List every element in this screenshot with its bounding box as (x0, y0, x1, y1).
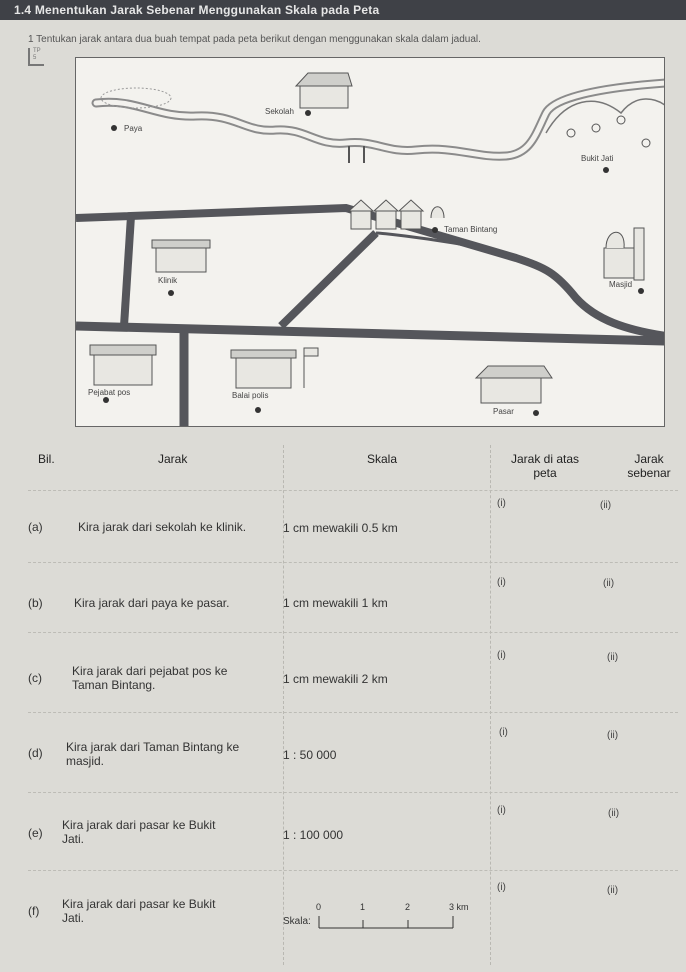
row-a-jarak: Kira jarak dari sekolah ke klinik. (78, 520, 247, 534)
row-b-label: (b) (28, 596, 43, 610)
label-pejabat-pos: Pejabat pos (88, 388, 131, 397)
header-jarak: Jarak (158, 452, 188, 466)
sub-i: (i) (497, 498, 506, 509)
road-left-vertical (120, 215, 135, 327)
page-title: 1.4 Menentukan Jarak Sebenar Menggunakan… (14, 3, 380, 17)
row-c-skala: 1 cm mewakili 2 km (283, 672, 388, 686)
row-c-label: (c) (28, 671, 42, 685)
header-jarak-sebenar-line2: sebenar (627, 466, 671, 480)
row-e-skala: 1 : 100 000 (283, 828, 344, 842)
row-b-skala: 1 cm mewakili 1 km (283, 596, 388, 610)
sub-i: (i) (497, 650, 506, 661)
row-a-skala: 1 cm mewakili 0.5 km (283, 521, 398, 535)
label-masjid: Masjid (609, 280, 633, 289)
scale-tick-0: 0 (316, 902, 322, 912)
page-header: 1.4 Menentukan Jarak Sebenar Menggunakan… (0, 0, 686, 20)
sub-i: (i) (497, 805, 506, 816)
sub-ii: (ii) (607, 730, 619, 741)
row-d-skala: 1 : 50 000 (283, 748, 337, 762)
grid-divider (28, 792, 678, 793)
header-skala: Skala (367, 452, 398, 466)
row-e-label: (e) (28, 826, 43, 840)
sub-ii: (ii) (603, 578, 615, 589)
sub-ii: (ii) (608, 808, 620, 819)
road-main (76, 321, 664, 346)
scale-tick-1: 1 (360, 902, 366, 912)
row-d-label: (d) (28, 746, 43, 760)
road-diagonal (278, 230, 379, 329)
map-drawing (76, 72, 664, 426)
bridge (348, 146, 365, 163)
grid-divider (283, 445, 284, 965)
grid-divider (28, 632, 678, 633)
row-b-jarak: Kira jarak dari paya ke pasar. (74, 596, 230, 610)
question-instruction: 1 Tentukan jarak antara dua buah tempat … (28, 34, 481, 45)
label-klinik: Klinik (158, 276, 178, 285)
sub-i: (i) (499, 727, 508, 738)
post-office-building (89, 344, 157, 386)
mosque-building (603, 227, 645, 281)
scale-tick-2: 2 (405, 902, 411, 912)
row-a-label: (a) (28, 520, 43, 534)
label-balai-polis: Balai polis (232, 391, 269, 400)
grid-divider (28, 870, 678, 871)
school-building (294, 72, 353, 116)
label-pasar: Pasar (493, 407, 514, 416)
grid-divider (490, 445, 491, 965)
sub-i: (i) (497, 882, 506, 893)
label-bukit-jati: Bukit Jati (581, 154, 614, 163)
swamp (100, 87, 172, 109)
header-jarak-sebenar-line1: Jarak (634, 452, 664, 466)
sub-i: (i) (497, 577, 506, 588)
label-taman-bintang: Taman Bintang (444, 225, 498, 234)
header-jarak-peta: Jarak di atas peta (490, 452, 600, 480)
label-paya: Paya (124, 124, 143, 133)
scale-bar: Skala: 0 1 2 3 km (283, 898, 483, 934)
grid-divider (28, 712, 678, 713)
sub-ii: (ii) (607, 652, 619, 663)
scale-tick-3: 3 km (449, 902, 469, 912)
road-curve (375, 231, 537, 265)
grid-divider (28, 490, 678, 491)
taman-bintang-houses (347, 199, 445, 230)
clinic-building (151, 239, 211, 273)
header-jarak-peta-line2: peta (533, 466, 557, 480)
market-building (474, 365, 553, 404)
grid-divider (28, 562, 678, 563)
header-jarak-sebenar: Jarak sebenar (612, 452, 686, 480)
road-upper (76, 203, 664, 340)
hills (545, 98, 664, 134)
scale-bar-label: Skala: (283, 916, 311, 927)
row-f-label: (f) (28, 904, 40, 918)
label-sekolah: Sekolah (265, 107, 294, 116)
police-station-building (230, 347, 319, 389)
trees (566, 115, 651, 148)
sub-ii: (ii) (600, 500, 612, 511)
sub-ii: (ii) (607, 885, 619, 896)
map-figure: Sekolah Paya Bukit Jati Taman Bintang Kl… (75, 57, 665, 427)
header-jarak-peta-line1: Jarak di atas (510, 452, 580, 466)
header-bil: Bil. (38, 452, 55, 466)
scale-bar-ruler (318, 916, 454, 929)
